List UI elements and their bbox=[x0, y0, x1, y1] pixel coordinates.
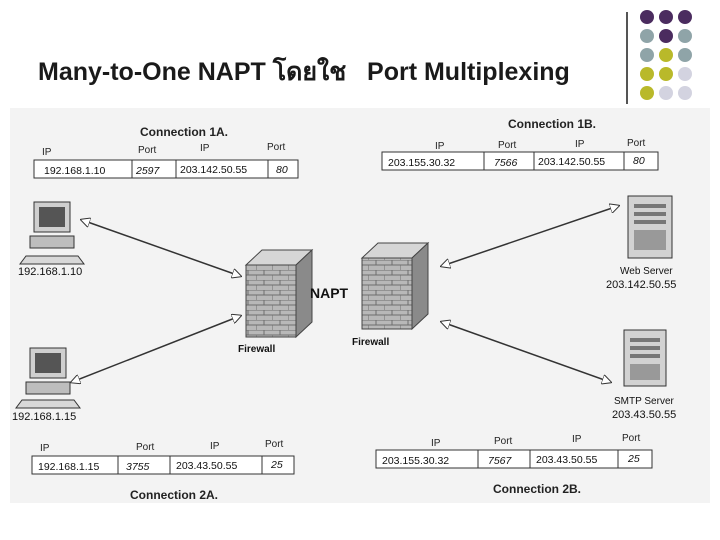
connection-1b-dest-ip: 203.142.50.55 bbox=[538, 156, 605, 168]
connection-2a-source-port: 3755 bbox=[126, 461, 150, 473]
pc-2-ip-label: 192.168.1.15 bbox=[12, 411, 76, 423]
decorative-dot bbox=[640, 67, 654, 81]
web-server-ip-label: 203.142.50.55 bbox=[606, 279, 676, 291]
smtp-server-ip-label: 203.43.50.55 bbox=[612, 409, 676, 421]
smtp-server-icon bbox=[623, 329, 667, 387]
connection-1a-dest-port: 80 bbox=[276, 164, 288, 176]
connection-1a-source-ip: 192.168.1.10 bbox=[44, 165, 105, 177]
decorative-dot bbox=[678, 86, 692, 100]
connection-1a-header-port-1: Port bbox=[138, 145, 157, 156]
decorative-dot bbox=[678, 29, 692, 43]
connection-1a-source-port: 2597 bbox=[135, 165, 161, 177]
pc-1-ip-label: 192.168.1.10 bbox=[18, 266, 82, 278]
pc-192-168-1-10-icon bbox=[19, 201, 85, 265]
connection-1a-header-ip-1: IP bbox=[42, 147, 52, 158]
connection-1a-table bbox=[33, 159, 299, 179]
decorative-dot bbox=[678, 67, 692, 81]
arrow-napt-to-web-server bbox=[442, 206, 618, 266]
arrow-pc2-to-firewall bbox=[72, 316, 240, 382]
connection-2a-dest-port: 25 bbox=[270, 459, 283, 471]
connection-2a-header-ip-1: IP bbox=[40, 443, 50, 454]
arrow-pc1-to-firewall bbox=[82, 220, 240, 276]
firewall-left-label: Firewall bbox=[238, 344, 275, 355]
connection-2a-header-ip-2: IP bbox=[210, 441, 220, 452]
decorative-dot bbox=[659, 10, 673, 24]
connection-1b-source-port: 7566 bbox=[494, 157, 518, 169]
connection-2b-header-port-2: Port bbox=[622, 433, 641, 444]
title-divider bbox=[626, 12, 628, 104]
connection-1b-title: Connection 1B. bbox=[508, 117, 596, 131]
decorative-dot bbox=[640, 86, 654, 100]
connection-2b-header-port-1: Port bbox=[494, 436, 513, 447]
firewall-right-label: Firewall bbox=[352, 337, 389, 348]
decorative-dot bbox=[659, 29, 673, 43]
decorative-dot bbox=[678, 48, 692, 62]
smtp-server-name: SMTP Server bbox=[614, 396, 674, 407]
connection-1b-header-ip-2: IP bbox=[575, 139, 585, 150]
connection-2a-title: Connection 2A. bbox=[130, 488, 218, 502]
decorative-dot bbox=[678, 10, 692, 24]
connection-1a-dest-ip: 203.142.50.55 bbox=[180, 164, 247, 176]
connection-1b-header-port-1: Port bbox=[498, 140, 517, 151]
slide-title: Many-to-One NAPT โดยใช Port Multiplexing bbox=[38, 58, 570, 86]
decorative-dot bbox=[659, 67, 673, 81]
connection-1b-table bbox=[381, 151, 659, 171]
connection-2a-source-ip: 192.168.1.15 bbox=[38, 461, 99, 473]
napt-label: NAPT bbox=[310, 285, 349, 301]
connection-1a-title: Connection 1A. bbox=[140, 125, 228, 139]
decorative-dot bbox=[640, 48, 654, 62]
connection-2a-dest-ip: 203.43.50.55 bbox=[176, 460, 237, 472]
connection-1b-header-ip-1: IP bbox=[435, 141, 445, 152]
decorative-dot bbox=[640, 10, 654, 24]
decorative-dot bbox=[640, 29, 654, 43]
web-server-name: Web Server bbox=[620, 266, 673, 277]
pc-192-168-1-15-icon bbox=[15, 347, 81, 409]
connection-1a-header-port-2: Port bbox=[267, 142, 286, 153]
firewall-left-icon bbox=[244, 248, 314, 339]
decorative-dot bbox=[659, 86, 673, 100]
connection-2b-title: Connection 2B. bbox=[493, 482, 581, 496]
connection-2b-dest-port: 25 bbox=[627, 453, 640, 465]
connection-2b-dest-ip: 203.43.50.55 bbox=[536, 454, 597, 466]
connection-1b-dest-port: 80 bbox=[633, 155, 645, 167]
connection-2b-source-port: 7567 bbox=[488, 455, 513, 467]
connection-2b-header-ip-1: IP bbox=[431, 438, 441, 449]
connection-2a-table bbox=[31, 455, 295, 475]
connection-1b-source-ip: 203.155.30.32 bbox=[388, 157, 455, 169]
connection-2b-table bbox=[375, 449, 653, 469]
connection-2a-header-port-2: Port bbox=[265, 439, 284, 450]
connection-2b-header-ip-2: IP bbox=[572, 434, 582, 445]
connection-1b-header-port-2: Port bbox=[627, 138, 646, 149]
firewall-right-icon bbox=[360, 241, 430, 331]
connection-2b-source-ip: 203.155.30.32 bbox=[382, 455, 449, 467]
connection-2a-header-port-1: Port bbox=[136, 442, 155, 453]
decorative-dot bbox=[659, 48, 673, 62]
arrow-napt-to-smtp-server bbox=[442, 322, 610, 382]
connection-1a-header-ip-2: IP bbox=[200, 143, 210, 154]
web-server-icon bbox=[627, 195, 673, 259]
